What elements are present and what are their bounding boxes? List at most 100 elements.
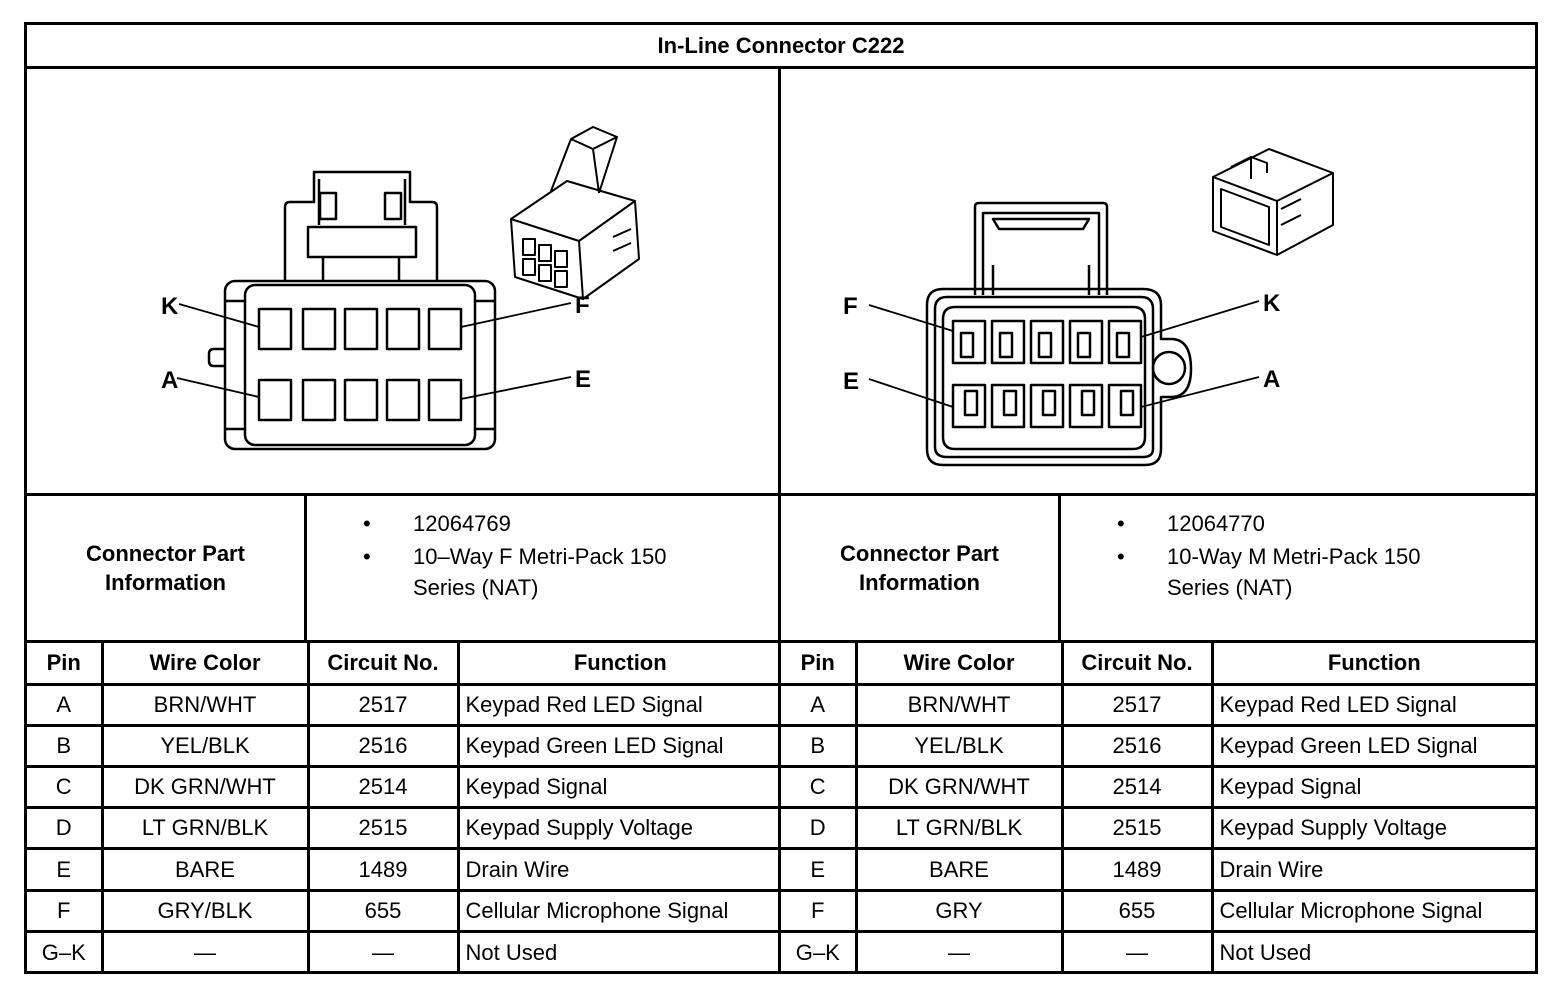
function-cell: Not Used bbox=[1210, 929, 1535, 973]
connector-sheet: In-Line Connector C222 bbox=[24, 22, 1538, 974]
pin-cell: E bbox=[781, 847, 858, 892]
table-row: C DK GRN/WHT 2514 Keypad Signal bbox=[781, 765, 1535, 810]
circuit-cell: 1489 bbox=[1060, 847, 1214, 892]
circuit-cell: 655 bbox=[1060, 888, 1214, 933]
table-row: E BARE 1489 Drain Wire bbox=[781, 847, 1535, 892]
male-part-number: 12064770 bbox=[1061, 508, 1525, 539]
circuit-cell: 2514 bbox=[1060, 765, 1214, 810]
wire-cell: DK GRN/WHT bbox=[100, 765, 310, 810]
female-connector-drawing: K A F E bbox=[27, 69, 778, 496]
male-header-wire: Wire Color bbox=[854, 643, 1064, 686]
wire-cell: GRY/BLK bbox=[100, 888, 310, 933]
circuit-cell: 2516 bbox=[1060, 723, 1214, 769]
pin-cell: F bbox=[27, 888, 104, 933]
table-row: A BRN/WHT 2517 Keypad Red LED Signal bbox=[27, 682, 781, 727]
pin-cell: B bbox=[781, 723, 858, 769]
table-row: F GRY 655 Cellular Microphone Signal bbox=[781, 888, 1535, 933]
circuit-cell: 655 bbox=[306, 888, 460, 933]
circuit-cell: 2515 bbox=[1060, 806, 1214, 851]
male-label-top-left: F bbox=[843, 293, 858, 320]
wire-cell: BARE bbox=[100, 847, 310, 892]
pin-cell: C bbox=[27, 765, 104, 810]
page-title: In-Line Connector C222 bbox=[27, 25, 1535, 69]
function-cell: Keypad Supply Voltage bbox=[456, 806, 781, 851]
function-cell: Drain Wire bbox=[456, 847, 781, 892]
pin-cell: A bbox=[781, 682, 858, 727]
table-row: C DK GRN/WHT 2514 Keypad Signal bbox=[27, 765, 781, 810]
table-row: A BRN/WHT 2517 Keypad Red LED Signal bbox=[781, 682, 1535, 727]
function-cell: Keypad Green LED Signal bbox=[456, 723, 781, 769]
wire-cell: GRY bbox=[854, 888, 1064, 933]
female-connector-face-svg: K A F E bbox=[161, 126, 640, 451]
wire-cell: — bbox=[854, 929, 1064, 973]
female-pin-table: Pin Wire Color Circuit No. Function A BR… bbox=[27, 643, 781, 973]
circuit-cell: 2514 bbox=[306, 765, 460, 810]
wire-cell: BRN/WHT bbox=[854, 682, 1064, 727]
wire-cell: BRN/WHT bbox=[100, 682, 310, 727]
male-part-list: 12064770 10-Way M Metri-Pack 150 Series … bbox=[1061, 496, 1535, 652]
table-row: B YEL/BLK 2516 Keypad Green LED Signal bbox=[27, 723, 781, 769]
pin-cell: D bbox=[27, 806, 104, 851]
circuit-cell: 2516 bbox=[306, 723, 460, 769]
circuit-cell: 1489 bbox=[306, 847, 460, 892]
pin-cell: G–K bbox=[781, 929, 858, 973]
function-cell: Keypad Red LED Signal bbox=[456, 682, 781, 727]
table-row: G–K — — Not Used bbox=[781, 929, 1535, 973]
female-part-number: 12064769 bbox=[307, 508, 768, 539]
female-header-pin: Pin bbox=[27, 643, 104, 686]
female-part-description: 10–Way F Metri-Pack 150 Series (NAT) bbox=[307, 541, 703, 603]
table-row: D LT GRN/BLK 2515 Keypad Supply Voltage bbox=[781, 806, 1535, 851]
function-cell: Drain Wire bbox=[1210, 847, 1535, 892]
circuit-cell: 2517 bbox=[306, 682, 460, 727]
wire-cell: LT GRN/BLK bbox=[100, 806, 310, 851]
function-cell: Keypad Supply Voltage bbox=[1210, 806, 1535, 851]
pin-cell: C bbox=[781, 765, 858, 810]
circuit-cell: — bbox=[1060, 929, 1214, 973]
female-label-bottom-left: A bbox=[161, 367, 178, 394]
male-header-pin: Pin bbox=[781, 643, 858, 686]
pin-cell: F bbox=[781, 888, 858, 933]
table-row: F GRY/BLK 655 Cellular Microphone Signal bbox=[27, 888, 781, 933]
female-header-circuit: Circuit No. bbox=[306, 643, 460, 686]
wire-cell: YEL/BLK bbox=[100, 723, 310, 769]
function-cell: Keypad Green LED Signal bbox=[1210, 723, 1535, 769]
table-row: B YEL/BLK 2516 Keypad Green LED Signal bbox=[781, 723, 1535, 769]
circuit-cell: 2517 bbox=[1060, 682, 1214, 727]
wire-cell: LT GRN/BLK bbox=[854, 806, 1064, 851]
pin-cell: A bbox=[27, 682, 104, 727]
female-connector-panel: K A F E bbox=[27, 69, 781, 974]
male-label-bottom-left: E bbox=[843, 368, 859, 395]
male-connector-face-svg: F E K A bbox=[843, 148, 1334, 467]
function-cell: Keypad Signal bbox=[1210, 765, 1535, 810]
female-label-top-right: F bbox=[575, 292, 590, 319]
female-connector-isometric-icon bbox=[510, 126, 640, 300]
wire-cell: DK GRN/WHT bbox=[854, 765, 1064, 810]
table-row: E BARE 1489 Drain Wire bbox=[27, 847, 781, 892]
wire-cell: BARE bbox=[854, 847, 1064, 892]
function-cell: Keypad Signal bbox=[456, 765, 781, 810]
table-row: G–K — — Not Used bbox=[27, 929, 781, 973]
male-pin-table: Pin Wire Color Circuit No. Function A BR… bbox=[781, 643, 1535, 973]
circuit-cell: — bbox=[306, 929, 460, 973]
function-cell: Cellular Microphone Signal bbox=[1210, 888, 1535, 933]
table-row: D LT GRN/BLK 2515 Keypad Supply Voltage bbox=[27, 806, 781, 851]
female-header-function: Function bbox=[456, 643, 781, 686]
wire-cell: — bbox=[100, 929, 310, 973]
male-label-bottom-right: A bbox=[1263, 366, 1280, 393]
pin-cell: B bbox=[27, 723, 104, 769]
male-connector-drawing: F E K A bbox=[781, 69, 1535, 496]
function-cell: Keypad Red LED Signal bbox=[1210, 682, 1535, 727]
female-header-wire: Wire Color bbox=[100, 643, 310, 686]
male-part-description: 10-Way M Metri-Pack 150 Series (NAT) bbox=[1061, 541, 1467, 603]
pin-cell: G–K bbox=[27, 929, 104, 973]
circuit-cell: 2515 bbox=[306, 806, 460, 851]
pin-cell: E bbox=[27, 847, 104, 892]
female-part-list: 12064769 10–Way F Metri-Pack 150 Series … bbox=[307, 496, 778, 652]
female-label-top-left: K bbox=[161, 293, 179, 320]
male-label-top-right: K bbox=[1263, 290, 1281, 317]
male-header-function: Function bbox=[1210, 643, 1535, 686]
